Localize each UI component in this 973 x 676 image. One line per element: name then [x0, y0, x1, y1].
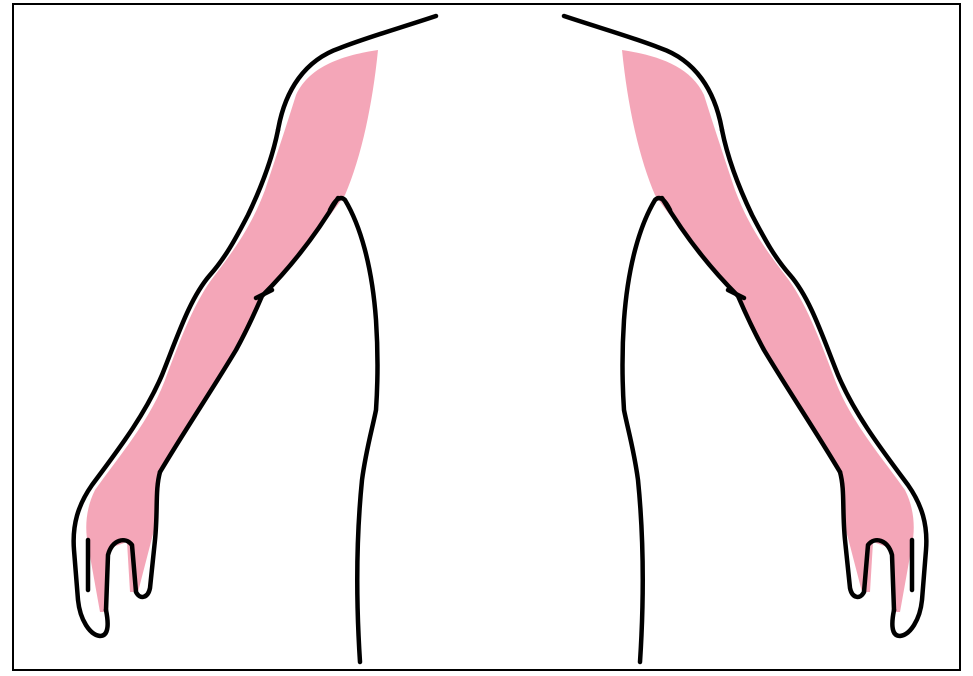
- body-diagram-frame: [0, 0, 973, 676]
- body-diagram: [0, 0, 973, 676]
